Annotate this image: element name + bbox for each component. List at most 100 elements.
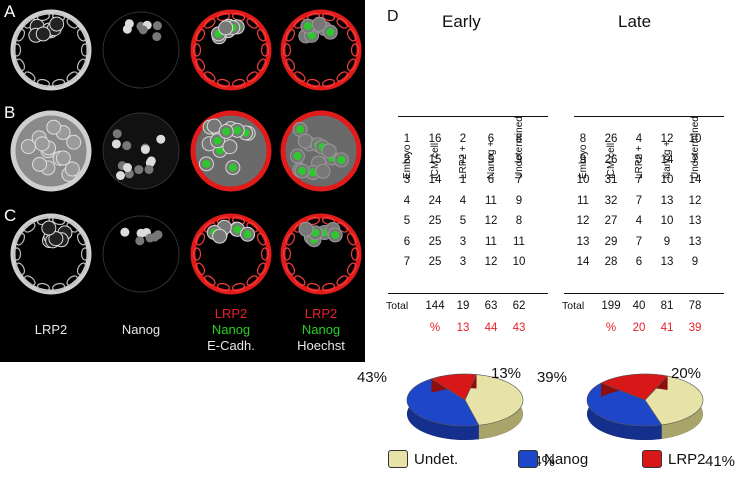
late-header-rule — [574, 116, 724, 117]
label-col3: LRP2 Nanog E-Cadh. — [207, 306, 255, 353]
late-total-label: Total — [562, 300, 585, 312]
image-lrp2-b — [6, 103, 96, 199]
early-cell-6-3: 12 — [484, 256, 498, 268]
legend-swatch-undet — [388, 450, 408, 468]
early-cell-3-1: 24 — [428, 194, 442, 207]
late-cell-6-2: 6 — [635, 256, 643, 268]
early-cell-4-2: 5 — [459, 215, 467, 227]
early-total-0: 144 — [425, 300, 445, 312]
late-title: Late — [618, 12, 652, 31]
early-cell-4-1: 25 — [428, 215, 442, 227]
pie-1-side-1 — [587, 382, 662, 440]
image-merge-ecadh-a — [186, 2, 276, 98]
late-cell-6-4: 9 — [691, 256, 699, 268]
image-merge-hoechst-b — [276, 103, 366, 199]
early-cell-5-2: 3 — [459, 235, 467, 248]
early-cell-4-4: 8 — [515, 215, 523, 227]
image-nanog-c — [96, 206, 186, 302]
panel-c: C — [0, 204, 365, 304]
early-header-rule — [398, 116, 548, 117]
panel-letter-a: A — [4, 2, 16, 21]
image-nanog-a — [96, 2, 186, 98]
late-cell-6-3: 13 — [660, 256, 674, 268]
image-merge-ecadh-b — [186, 103, 276, 199]
early-cell-0-2: 2 — [459, 133, 467, 145]
late-cell-5-1: 29 — [604, 235, 618, 248]
microscopy-figure: A B C LRP2 Nanog LRP2 Nanog E-Cadh. LRP2… — [0, 0, 365, 362]
late-cell-3-4: 12 — [688, 194, 702, 207]
legend-label-nanog: Nanog — [544, 450, 589, 468]
late-cell-3-0: 11 — [577, 194, 589, 207]
late-header-4: Undetermined — [690, 30, 704, 179]
early-header-text-4: Undetermined — [514, 116, 525, 179]
late-header-text-4: Undetermined — [690, 116, 701, 179]
early-total-2: 63 — [484, 300, 498, 312]
early-title: Early — [442, 12, 481, 31]
late-cell-3-2: 7 — [635, 194, 643, 207]
early-cell-6-0: 7 — [403, 256, 411, 268]
early-cell-3-0: 4 — [403, 194, 411, 207]
late-cell-0-1: 26 — [604, 133, 618, 145]
pie-0-slice-1 — [406, 378, 480, 427]
early-header-2: LRP2 + — [458, 30, 472, 179]
early-percent-label: % — [429, 322, 441, 334]
pie-0-slice-2 — [430, 373, 477, 401]
late-cell-3-3: 13 — [660, 194, 674, 207]
early-cell-2-2: 1 — [459, 174, 467, 186]
early-cell-0-1: 16 — [428, 133, 442, 145]
pie-0: 43%44%13% — [357, 365, 555, 470]
late-total-rule — [564, 293, 724, 294]
pie-1-label-0: 39% — [537, 369, 567, 386]
late-cell-3-1: 32 — [604, 194, 618, 207]
early-cell-0-3: 6 — [487, 133, 495, 145]
early-percent-2: 43 — [512, 322, 526, 334]
early-cell-5-3: 11 — [485, 235, 497, 248]
late-cell-5-0: 13 — [576, 235, 590, 248]
early-total-3: 62 — [512, 300, 526, 312]
early-cell-1-2: 1 — [459, 153, 467, 166]
early-cell-3-4: 9 — [515, 194, 523, 207]
late-cell-5-4: 13 — [688, 235, 702, 248]
early-cell-6-1: 25 — [428, 256, 442, 268]
late-cell-2-4: 14 — [688, 174, 702, 186]
early-total-1: 19 — [456, 300, 470, 312]
late-cell-1-0: 9 — [579, 153, 587, 166]
late-cell-0-4: 10 — [688, 133, 702, 145]
early-cell-2-4: 7 — [515, 174, 523, 186]
late-cell-5-2: 7 — [635, 235, 643, 248]
late-cell-1-3: 14 — [660, 153, 674, 166]
early-cell-3-2: 4 — [459, 194, 467, 207]
label-col1: LRP2 — [34, 322, 68, 337]
early-cell-2-1: 14 — [428, 174, 442, 186]
early-cell-2-3: 6 — [487, 174, 495, 186]
late-cell-4-1: 27 — [604, 215, 618, 227]
pie-1-label-2: 20% — [671, 365, 701, 382]
early-cell-5-1: 25 — [428, 235, 442, 248]
late-cell-4-4: 13 — [688, 215, 702, 227]
late-header-2: LRP2 + — [634, 30, 648, 179]
label-col4: LRP2 Nanog Hoechst — [297, 306, 345, 353]
legend-label-undet: Undet. — [414, 450, 459, 468]
late-percent-label: % — [605, 322, 617, 334]
late-total-0: 199 — [601, 300, 621, 312]
late-cell-6-0: 14 — [576, 256, 590, 268]
late-total-2: 81 — [660, 300, 674, 312]
late-cell-2-3: 10 — [660, 174, 674, 186]
late-percent-2: 39 — [688, 322, 702, 334]
pie-0-label-2: 13% — [491, 365, 521, 382]
early-cell-3-3: 11 — [485, 194, 497, 207]
late-cell-0-0: 8 — [579, 133, 587, 145]
late-cell-2-2: 7 — [635, 174, 643, 186]
early-cell-4-0: 5 — [403, 215, 411, 227]
early-header-0: Embryo — [402, 30, 416, 179]
early-cell-1-4: 9 — [515, 153, 523, 166]
legend-swatch-nanog — [518, 450, 538, 468]
panel-b: B — [0, 101, 365, 201]
late-cell-4-2: 4 — [635, 215, 643, 227]
late-cell-0-3: 12 — [660, 133, 674, 145]
panel-a: A — [0, 0, 365, 100]
late-cell-1-2: 5 — [635, 153, 643, 166]
late-cell-2-1: 31 — [604, 174, 618, 186]
panel-letter-c: C — [4, 206, 17, 225]
legend-nanog: Nanog — [518, 450, 588, 468]
